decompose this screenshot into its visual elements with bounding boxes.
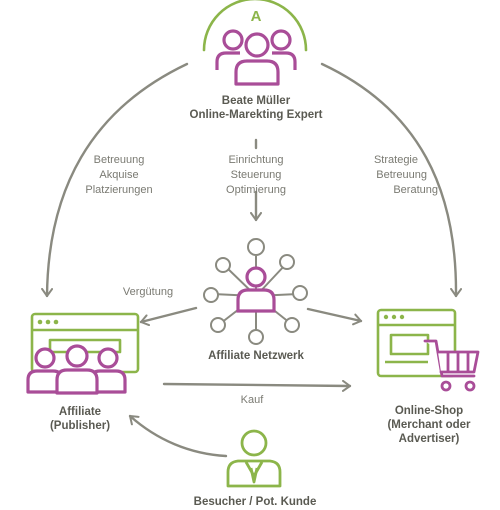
visitor-icon [226,429,282,488]
affiliate-line1: Affiliate [58,406,102,418]
flow-center-3: Optimierung [226,184,286,196]
network-icon [203,238,308,345]
expert-icon [202,0,308,86]
verguetung-label: Vergütung [122,286,174,298]
affiliate-label: Affiliate (Publisher) [40,405,120,433]
flow-right-2: Betreuung [376,169,427,181]
network-label: Affiliate Netzwerk [208,350,304,362]
shop-icon [376,308,480,392]
arrow-affiliate-to-shop [162,379,352,392]
flow-right-labels: Strategie Betreuung Beratung [348,153,438,198]
shop-line3: Advertiser) [398,433,460,445]
flow-left-1: Betreuung [93,154,145,166]
arrow-network-to-affiliate [139,306,198,327]
expert-role: Online-Marekting Expert [189,109,323,121]
expert-name: Beate Müller [221,95,291,107]
flow-left-3: Platzierungen [85,184,153,196]
flow-left-2: Akquise [99,169,139,181]
flow-center-2: Steuerung [230,169,282,181]
flow-left-labels: Betreuung Akquise Platzierungen [78,153,160,198]
flow-center-labels: Einrichtung Steuerung Optimierung [212,153,300,198]
affiliate-line2: (Publisher) [49,420,111,432]
arrow-network-to-shop [306,307,363,326]
affiliate-icon [26,312,140,395]
expert-label: Beate Müller Online-Marekting Expert [150,94,362,122]
flow-right-1: Strategie [373,154,418,166]
arrow-visitor-to-affiliate [128,414,228,458]
flow-right-3: Beratung [393,184,438,196]
arrow-expert-to-shop [320,62,463,298]
kauf-label: Kauf [240,394,264,406]
shop-label: Online-Shop (Merchant oder Advertiser) [374,404,484,446]
shop-line1: Online-Shop [394,405,464,417]
cart-icon [423,339,480,392]
flow-center-1: Einrichtung [228,154,284,166]
expert-badge: A [250,8,262,25]
shop-line2: (Merchant oder [387,419,471,431]
arrow-expert-to-affiliate [41,62,189,298]
visitor-label: Besucher / Pot. Kunde [193,496,317,508]
